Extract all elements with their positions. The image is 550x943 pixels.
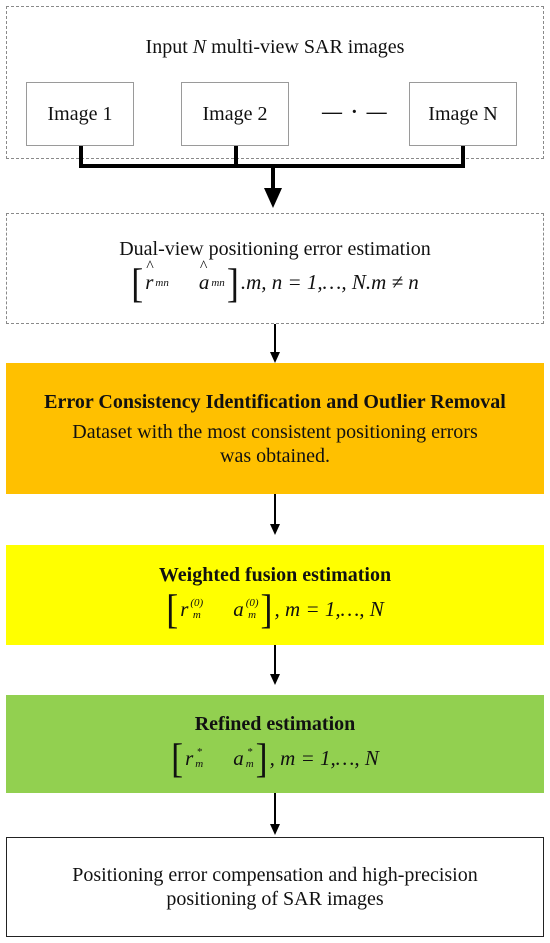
connector-stem bbox=[271, 164, 275, 188]
consistency-line-2: was obtained. bbox=[220, 444, 330, 467]
dual-view-title: Dual-view positioning error estimation bbox=[119, 237, 431, 260]
arrow-3-shaft bbox=[274, 645, 276, 674]
arrow-1-head bbox=[270, 352, 280, 363]
arrow-3-head bbox=[270, 674, 280, 685]
refined-formula: [ r*m a*m ] , m = 1,…, N bbox=[171, 735, 379, 781]
weighted-box: Weighted fusion estimation [ r(0)m a(0)m… bbox=[6, 545, 544, 645]
image-2-box: Image 2 bbox=[181, 82, 289, 146]
image-n-box: Image N bbox=[409, 82, 517, 146]
refined-box: Refined estimation [ r*m a*m ] , m = 1,…… bbox=[6, 695, 544, 793]
weighted-title: Weighted fusion estimation bbox=[158, 564, 392, 586]
arrow-4-head bbox=[270, 824, 280, 835]
final-line-2: positioning of SAR images bbox=[166, 888, 384, 910]
input-group: Input N multi-view SAR images bbox=[6, 6, 544, 159]
final-box: Positioning error compensation and high-… bbox=[6, 837, 544, 937]
connector-mid bbox=[234, 146, 238, 168]
connector-right bbox=[461, 146, 465, 168]
consistency-box: Error Consistency Identification and Out… bbox=[6, 363, 544, 494]
big-arrow-head bbox=[264, 188, 282, 208]
arrow-4-shaft bbox=[274, 793, 276, 824]
consistency-title: Error Consistency Identification and Out… bbox=[44, 390, 506, 413]
weighted-formula: [ r(0)m a(0)m ] , m = 1,…, N bbox=[166, 586, 384, 632]
dual-view-box: Dual-view positioning error estimation [… bbox=[6, 213, 544, 324]
refined-title: Refined estimation bbox=[194, 713, 356, 735]
connector-left bbox=[79, 146, 83, 168]
arrow-2-shaft bbox=[274, 494, 276, 524]
input-title: Input N multi-view SAR images bbox=[145, 36, 405, 58]
ellipsis: — · — bbox=[322, 101, 389, 123]
arrow-2-head bbox=[270, 524, 280, 535]
dual-view-formula: [ rmn amn ] .m, n = 1,…, N.m ≠ n bbox=[131, 258, 419, 303]
arrow-1-shaft bbox=[274, 324, 276, 352]
consistency-line-1: Dataset with the most consistent positio… bbox=[72, 420, 478, 443]
final-line-1: Positioning error compensation and high-… bbox=[72, 864, 478, 886]
image-1-box: Image 1 bbox=[26, 82, 134, 146]
